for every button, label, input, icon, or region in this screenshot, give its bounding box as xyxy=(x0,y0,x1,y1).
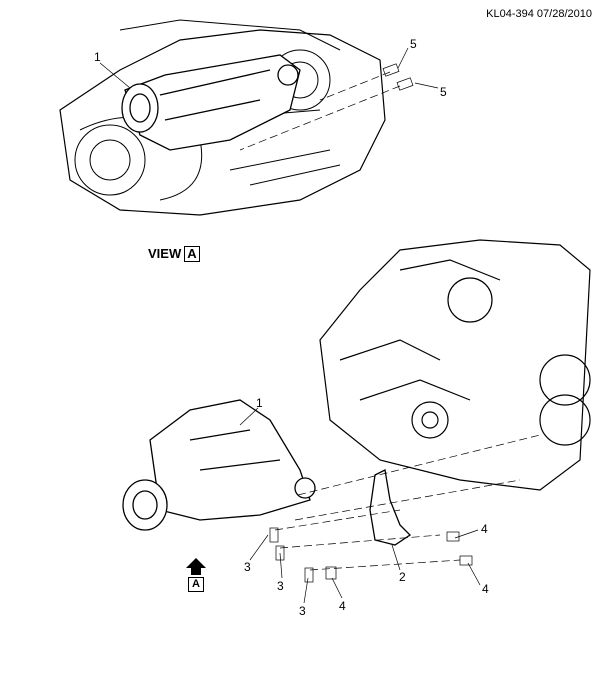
top-leader-lines xyxy=(99,47,439,151)
callout-3-b: 3 xyxy=(277,579,284,593)
callout-4-c: 4 xyxy=(339,599,346,613)
callout-4-a: 4 xyxy=(481,522,488,536)
callout-5-b: 5 xyxy=(440,85,447,99)
view-arrow-label: A xyxy=(188,577,204,592)
callout-3-c: 3 xyxy=(299,604,306,618)
bottom-transfer-case xyxy=(122,399,316,531)
bottom-leader-lines xyxy=(239,407,541,604)
view-text: VIEW xyxy=(148,246,182,261)
callout-1-bottom: 1 xyxy=(256,396,263,410)
view-arrow-icon xyxy=(186,558,206,575)
callout-1-top: 1 xyxy=(94,50,101,64)
document-id: KL04-394 07/28/2010 xyxy=(486,8,592,20)
bottom-engine xyxy=(319,239,591,491)
view-arrow: A xyxy=(183,576,209,592)
bracket xyxy=(369,469,412,546)
top-transfer-case xyxy=(121,54,301,151)
callout-2: 2 xyxy=(399,570,406,584)
callout-3-a: 3 xyxy=(244,560,251,574)
view-letter: A xyxy=(184,246,200,262)
callout-5-a: 5 xyxy=(410,37,417,51)
callout-4-b: 4 xyxy=(482,582,489,596)
